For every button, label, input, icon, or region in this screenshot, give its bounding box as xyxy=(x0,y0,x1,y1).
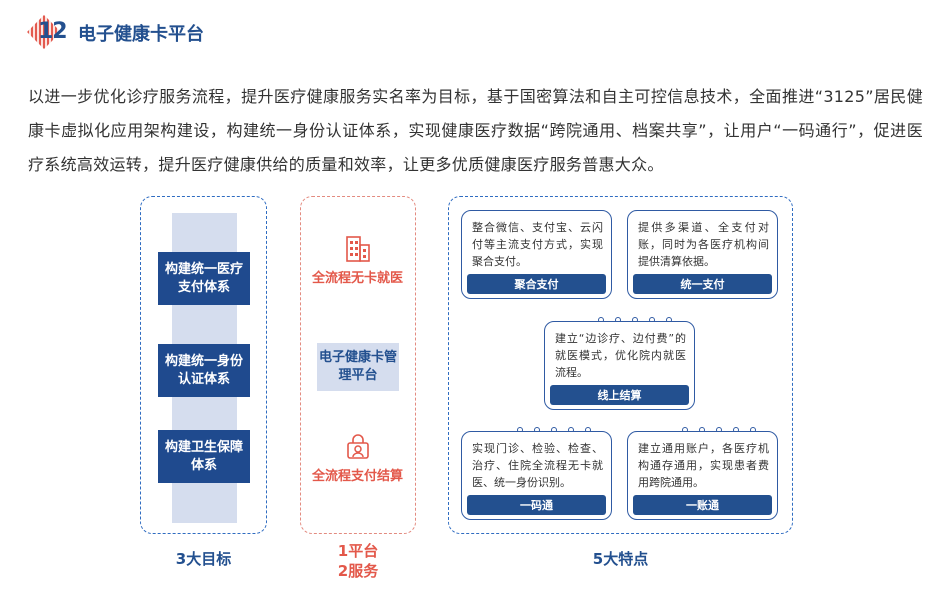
feature-text: 整合微信、支付宝、云闪付等主流支付方式，实现聚合支付。 xyxy=(472,221,603,268)
feature-card: 建立“边诊疗、边付费”的就医模式，优化院内就医流程。 线上结算 xyxy=(544,321,695,410)
platform-caption-line: 1平台 xyxy=(337,542,379,560)
section-number: 12 xyxy=(38,19,68,44)
goal-item: 构建卫生保障体系 xyxy=(158,430,250,483)
feature-card: 整合微信、支付宝、云闪付等主流支付方式，实现聚合支付。 聚合支付 xyxy=(461,210,612,299)
feature-label: 一账通 xyxy=(633,495,772,515)
building-icon xyxy=(346,236,370,262)
platform-panel: 全流程无卡就医 电子健康卡管理平台 全流程支付结算 xyxy=(300,196,416,534)
section-title: 电子健康卡平台 xyxy=(78,24,204,45)
intro-paragraph: 以进一步优化诊疗服务流程，提升医疗健康服务实名率为目标，基于国密算法和自主可控信… xyxy=(28,87,923,174)
platform-caption-line: 2服务 xyxy=(337,562,379,580)
payment-lock-icon xyxy=(347,434,369,459)
feature-text: 建立通用账户，各医疗机构通存通用，实现患者费用跨院通用。 xyxy=(638,442,769,489)
section-number-badge: 12 xyxy=(27,15,72,50)
feature-label: 统一支付 xyxy=(633,274,772,294)
goals-caption: 3大目标 xyxy=(175,550,232,568)
feature-text: 提供多渠道、全支付对账，同时为各医疗机构间提供清算依据。 xyxy=(638,221,769,268)
goal-item: 构建统一身份认证体系 xyxy=(158,344,250,397)
feature-text: 实现门诊、检验、检查、治疗、住院全流程无卡就医、统一身份识别。 xyxy=(472,442,603,489)
feature-label: 一码通 xyxy=(467,495,606,515)
feature-card: 实现门诊、检验、检查、治疗、住院全流程无卡就医、统一身份识别。 一码通 xyxy=(461,431,612,520)
feature-card: 建立通用账户，各医疗机构通存通用，实现患者费用跨院通用。 一账通 xyxy=(627,431,778,520)
feature-label: 线上结算 xyxy=(550,385,689,405)
service-payment: 全流程支付结算 xyxy=(311,469,403,484)
platform-caption: 1平台 2服务 xyxy=(300,541,416,581)
feature-text: 建立“边诊疗、边付费”的就医模式，优化院内就医流程。 xyxy=(555,332,686,379)
features-panel: 整合微信、支付宝、云闪付等主流支付方式，实现聚合支付。 聚合支付 提供多渠道、全… xyxy=(448,196,793,534)
service-cardless: 全流程无卡就医 xyxy=(311,271,403,286)
platform-center: 电子健康卡管理平台 xyxy=(317,343,399,391)
feature-card: 提供多渠道、全支付对账，同时为各医疗机构间提供清算依据。 统一支付 xyxy=(627,210,778,299)
goal-item: 构建统一医疗支付体系 xyxy=(158,252,250,305)
feature-label: 聚合支付 xyxy=(467,274,606,294)
goals-panel: 构建统一医疗支付体系 构建统一身份认证体系 构建卫生保障体系 xyxy=(140,196,267,534)
section-header: 12 电子健康卡平台 xyxy=(27,15,204,50)
features-caption: 5大特点 xyxy=(592,550,649,568)
